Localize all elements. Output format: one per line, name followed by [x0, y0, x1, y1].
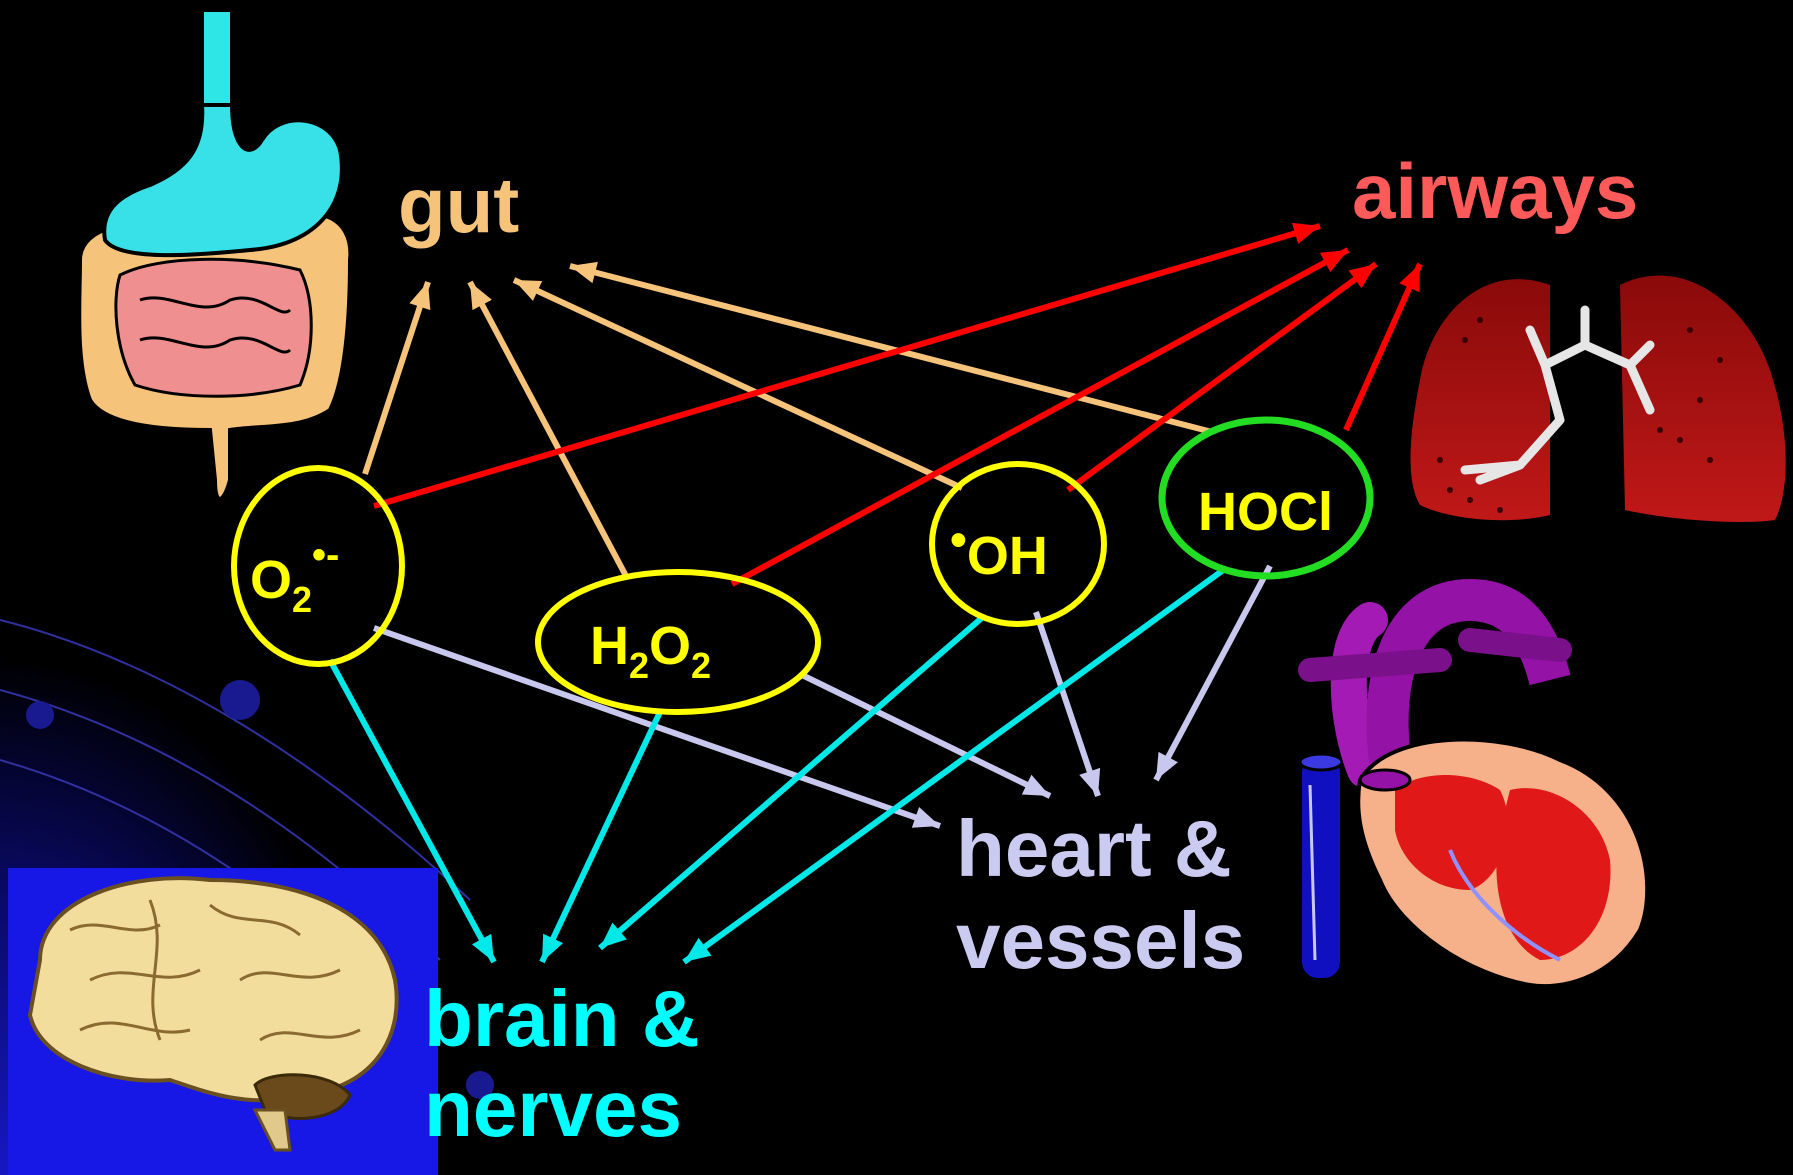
- arrow-peroxide-to-brain: [542, 712, 660, 962]
- arrowhead-superoxide-to-gut: [409, 282, 430, 310]
- arrow-layer: [330, 223, 1420, 962]
- peroxide-o: O: [649, 616, 691, 676]
- arrow-hydroxyl-to-heart: [1036, 612, 1098, 796]
- hypochlorous-label: HOCl: [1198, 482, 1333, 542]
- arrow-hypochlorous-to-airways: [1346, 264, 1420, 430]
- arrowhead-superoxide-to-heart: [912, 807, 940, 828]
- superoxide-base: O: [250, 550, 292, 610]
- superoxide-subscript: 2: [292, 579, 312, 620]
- gut-image: [79, 10, 350, 499]
- arrowhead-hydroxyl-to-heart: [1079, 768, 1100, 796]
- superoxide-superscript: •-: [312, 533, 339, 577]
- peroxide-o-subscript: 2: [691, 645, 711, 686]
- arrowhead-superoxide-to-airways: [1292, 223, 1320, 244]
- brain-image: [8, 868, 438, 1175]
- heart-label-line2: vessels: [956, 896, 1245, 985]
- arrow-peroxide-to-heart: [800, 674, 1050, 796]
- hydroxyl-text: OH: [967, 526, 1048, 586]
- arrow-peroxide-to-gut: [470, 282, 626, 576]
- arrow-superoxide-to-gut: [365, 282, 428, 474]
- gut-label: gut: [398, 161, 519, 249]
- species-nodes: [234, 420, 1370, 712]
- lungs-image: [1411, 276, 1786, 522]
- superoxide-label: O2•-: [250, 533, 339, 620]
- peroxide-label: H2O2: [590, 616, 711, 686]
- peroxide-h: H: [590, 616, 629, 676]
- hydroxyl-dot: •: [950, 514, 967, 567]
- brain-label-line2: nerves: [424, 1064, 682, 1153]
- brain-label-line1: brain &: [424, 974, 700, 1063]
- peroxide-h-subscript: 2: [629, 645, 649, 686]
- heart-label-line1: heart &: [956, 804, 1232, 893]
- heart-image: [1300, 600, 1647, 986]
- hydroxyl-label: •OH: [950, 514, 1048, 586]
- arrow-hypochlorous-to-heart: [1156, 566, 1270, 780]
- airways-label: airways: [1352, 147, 1638, 235]
